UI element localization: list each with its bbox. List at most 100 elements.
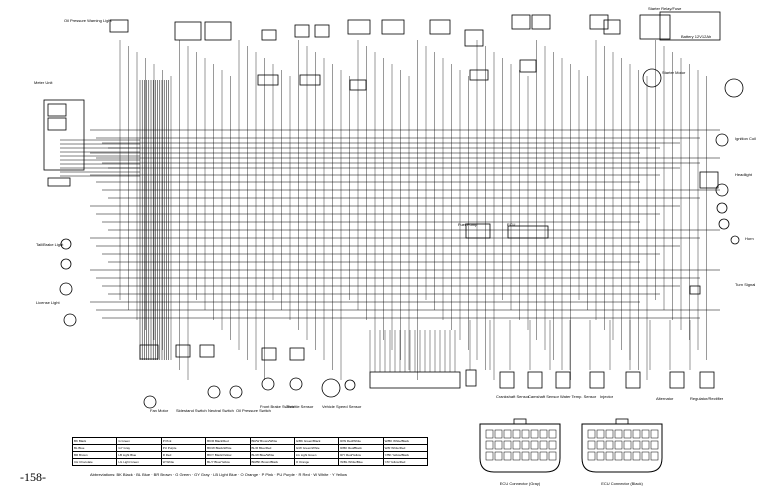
camshaft-sensor-label: Camshaft Sensor bbox=[528, 394, 559, 399]
connector-block bbox=[699, 371, 715, 389]
component-circle bbox=[60, 238, 72, 250]
connector-pin bbox=[503, 440, 512, 450]
meter-unit-label: Meter Unit bbox=[34, 80, 53, 85]
legend-cell: BR/W Brown/White bbox=[249, 437, 295, 445]
legend-cell: GY Gray bbox=[116, 444, 162, 452]
connector-block bbox=[109, 19, 129, 33]
connector-pin bbox=[650, 429, 659, 439]
legend-cell: LG Light Green bbox=[116, 458, 162, 466]
legend-cell: W/BL White/Blue bbox=[338, 458, 384, 466]
connector-pin bbox=[485, 440, 494, 450]
connector-pin bbox=[632, 429, 641, 439]
connector-pin bbox=[521, 440, 530, 450]
regulator-label: Regulator/Rectifier bbox=[690, 396, 724, 401]
connector-pin bbox=[512, 451, 521, 461]
battery-label: Battery 12V12Ah bbox=[681, 34, 712, 39]
fan-motor-label: Fan Motor bbox=[150, 408, 169, 413]
turn-signal-label: Turn Signal bbox=[735, 282, 756, 287]
connector-pin bbox=[539, 429, 548, 439]
connector-pin bbox=[605, 451, 614, 461]
sidestand-switch-label: Sidestand Switch bbox=[176, 408, 207, 413]
connector-block bbox=[204, 21, 232, 41]
ecu-connector-left: ECU Connector (Gray) bbox=[474, 418, 566, 486]
connector-pin bbox=[539, 440, 548, 450]
fuel-pump-label: Fuel Pump bbox=[458, 222, 478, 227]
connector-pin bbox=[614, 440, 623, 450]
connector-pin bbox=[632, 451, 641, 461]
connector-block bbox=[519, 59, 537, 73]
connector-pin bbox=[485, 429, 494, 439]
component-circle bbox=[642, 68, 662, 88]
ecu-connector-right-drawing bbox=[581, 418, 663, 473]
connector-block bbox=[507, 225, 549, 239]
component-circle bbox=[724, 78, 744, 98]
connector-pin bbox=[530, 429, 539, 439]
ecu-connector-left-caption: ECU Connector (Gray) bbox=[499, 481, 541, 486]
wire-bundle bbox=[60, 40, 720, 380]
connector-block bbox=[469, 69, 489, 81]
connector-block bbox=[699, 171, 719, 189]
connector-pin bbox=[503, 429, 512, 439]
connector-pin bbox=[530, 440, 539, 450]
abbreviation-note: Abbreviations: BK Black · BL Blue · BR B… bbox=[90, 472, 347, 477]
connector-pin bbox=[512, 440, 521, 450]
component-circle bbox=[716, 202, 728, 214]
connector-block bbox=[47, 117, 67, 131]
connector-pin bbox=[521, 451, 530, 461]
connector-block bbox=[47, 103, 67, 117]
legend-cell: R/Y Red/Yellow bbox=[338, 451, 384, 459]
connector-pin bbox=[596, 440, 605, 450]
connector-block bbox=[299, 74, 321, 86]
connector-pin bbox=[521, 429, 530, 439]
connector-block bbox=[589, 371, 605, 389]
connector-block bbox=[261, 29, 277, 41]
connector-pin bbox=[494, 429, 503, 439]
connector-block bbox=[349, 79, 367, 91]
legend-cell: BK Black bbox=[71, 437, 118, 445]
legend-cell: BK/Y Black/Yellow bbox=[205, 451, 251, 459]
connector-pin bbox=[587, 429, 596, 439]
legend-cell: BR Brown bbox=[71, 451, 118, 459]
connector-pin bbox=[614, 429, 623, 439]
connector-block bbox=[603, 19, 621, 35]
legend-cell: R/W Red/White bbox=[338, 437, 384, 445]
connector-block bbox=[369, 371, 461, 389]
connector-block bbox=[531, 14, 551, 30]
legend-cell: G Green bbox=[116, 437, 162, 445]
connector-block bbox=[589, 14, 609, 30]
ecu-connector-right: ECU Connector (Black) bbox=[576, 418, 668, 486]
legend-cell: PU Purple bbox=[160, 444, 207, 452]
legend-cell: BR/BK Brown/Black bbox=[249, 458, 295, 466]
legend-cell: W White bbox=[160, 458, 207, 466]
ignition-coil-label: Ignition Coil bbox=[735, 136, 756, 141]
connector-pin bbox=[548, 451, 557, 461]
component-circle bbox=[321, 378, 341, 398]
connector-block bbox=[465, 369, 477, 387]
connector-pin bbox=[548, 429, 557, 439]
legend-cell: LB Light Blue bbox=[116, 451, 162, 459]
connector-pin bbox=[596, 451, 605, 461]
connector-block bbox=[294, 24, 310, 38]
connector-block bbox=[669, 371, 685, 389]
legend-cell: P Pink bbox=[160, 437, 207, 445]
ecu-label: ECU bbox=[507, 222, 516, 227]
connector-block bbox=[199, 344, 215, 358]
connector-block bbox=[174, 21, 202, 41]
connector-pin bbox=[632, 440, 641, 450]
alternator-label: Alternator bbox=[656, 396, 674, 401]
crankshaft-sensor-label: Crankshaft Sensor bbox=[496, 394, 530, 399]
connector-block bbox=[555, 371, 571, 389]
legend-cell: LG Light Green bbox=[293, 451, 340, 459]
legend-cell: BK/W Black/White bbox=[205, 444, 251, 452]
connector-block bbox=[625, 371, 641, 389]
connector-pin bbox=[650, 451, 659, 461]
connector-block bbox=[314, 24, 330, 38]
legend-cell: R Red bbox=[160, 451, 207, 459]
vehicle-speed-sensor-label: Vehicle Speed Sensor bbox=[322, 404, 362, 409]
